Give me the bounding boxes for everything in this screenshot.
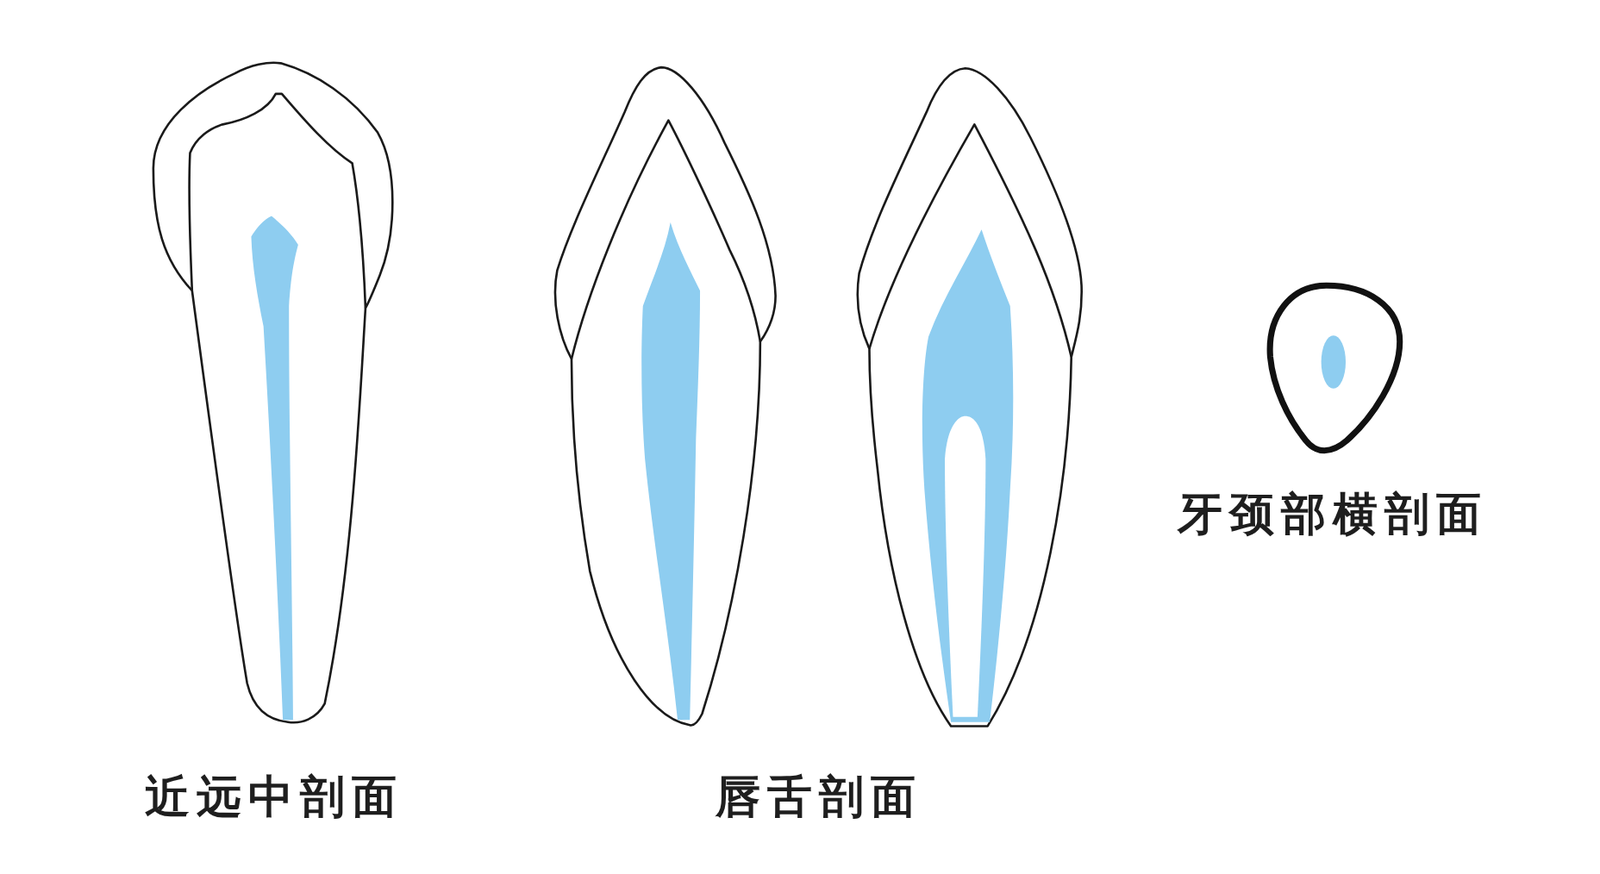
section-label: 唇舌剖面 — [715, 771, 923, 821]
cross-section-outline — [1269, 285, 1400, 450]
section-label: 近远中剖面 — [144, 771, 404, 821]
tooth-outline — [555, 67, 776, 725]
pulp — [250, 216, 298, 720]
section-label: 牙颈部横剖面 — [1177, 488, 1488, 538]
pulp — [922, 229, 1013, 722]
pulp — [1321, 335, 1346, 389]
tooth-outline — [153, 62, 393, 723]
root-dentin — [944, 416, 986, 718]
pulp — [641, 222, 700, 720]
tooth-outline — [857, 68, 1082, 726]
